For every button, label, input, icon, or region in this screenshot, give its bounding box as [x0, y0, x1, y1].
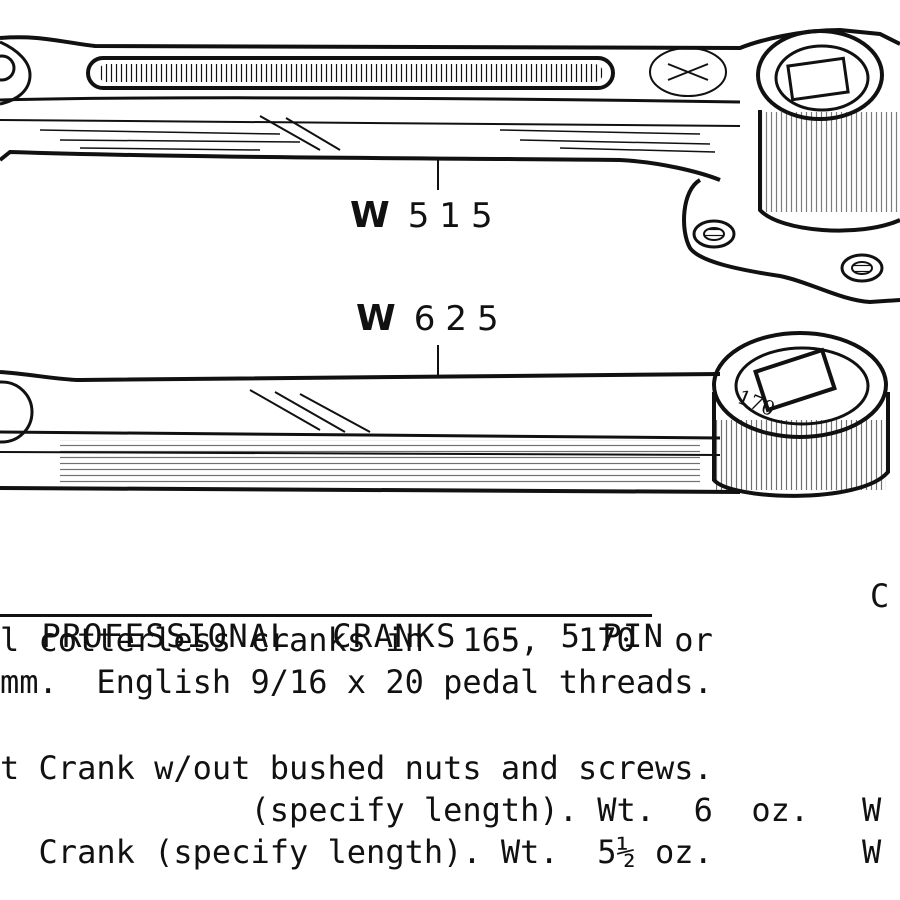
left-crank-drawing	[0, 331, 890, 498]
right-column-heading-fragment: C	[870, 577, 890, 615]
right-crank-drawing	[0, 27, 900, 305]
part-label-w625: W 625	[356, 298, 509, 339]
part-number: 625	[413, 299, 509, 339]
part-label-w515: W 515	[350, 195, 503, 236]
right-column-item-1-fragment: W	[862, 791, 882, 829]
crank-illustration: 170	[0, 27, 900, 498]
part-number: 515	[407, 196, 503, 236]
item-1-line-1: t Crank w/out bushed nuts and screws.	[0, 749, 713, 787]
heading-text: PROFESSIONAL CRANKS - 5 PIN	[41, 617, 665, 655]
item-1-line-2: (specify length). Wt. 6 oz.	[0, 791, 810, 829]
item-2-line: Crank (specify length). Wt. 5½ oz.	[0, 833, 713, 871]
right-column-item-2-fragment: W	[862, 833, 882, 871]
part-prefix: W	[356, 298, 402, 339]
part-prefix: W	[350, 195, 396, 236]
heading-underline	[0, 614, 652, 617]
description-line-2: mm. English 9/16 x 20 pedal threads.	[0, 663, 713, 701]
section-heading: PROFESSIONAL CRANKS - 5 PIN	[0, 576, 665, 696]
description-line-1: l cotterless cranks in 165, 170 or	[0, 621, 713, 659]
